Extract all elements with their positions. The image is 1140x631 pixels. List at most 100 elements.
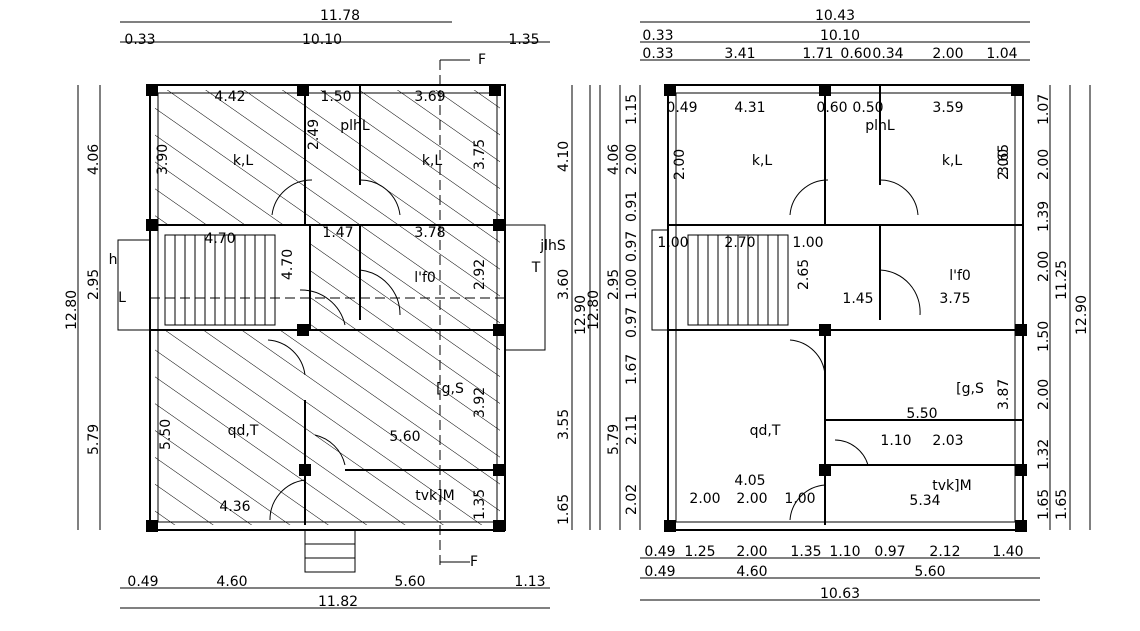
dim-left-overall: 12.80 bbox=[586, 290, 602, 330]
dim-right-inner: 1.65 bbox=[1036, 489, 1052, 520]
dim-top-sub: 1.35 bbox=[508, 32, 539, 48]
dim-left-overall: 12.80 bbox=[64, 290, 80, 330]
dim-bottom-sub: 1.35 bbox=[790, 544, 821, 560]
hatch-area bbox=[155, 330, 500, 525]
dim-inner: 2.65 bbox=[796, 259, 812, 290]
dim-right: 4.10 bbox=[556, 141, 572, 172]
column bbox=[1011, 84, 1023, 96]
dim-inner: 4.36 bbox=[219, 499, 250, 515]
dim-left-inner: 2.02 bbox=[624, 484, 640, 515]
column bbox=[146, 219, 158, 231]
room-label: qd,T bbox=[750, 423, 781, 439]
dim-right-outer: 1.65 bbox=[1054, 489, 1070, 520]
column bbox=[493, 324, 505, 336]
dim-inner: 2.00 bbox=[736, 491, 767, 507]
dim-inner: 5.50 bbox=[906, 406, 937, 422]
dim-bottom-sub: 5.60 bbox=[394, 574, 425, 590]
dim-bottom-sub: 0.97 bbox=[874, 544, 905, 560]
door-swing bbox=[789, 179, 829, 216]
dim-inner: 3.87 bbox=[996, 379, 1012, 410]
dim-left-inner: 1.67 bbox=[624, 354, 640, 385]
left-porch bbox=[117, 239, 151, 331]
dim-inner: 3.69 bbox=[414, 89, 445, 105]
column bbox=[819, 324, 831, 336]
dim-left: 5.79 bbox=[86, 424, 102, 455]
door-swing bbox=[267, 339, 306, 376]
dim-inner: 5.50 bbox=[158, 419, 174, 450]
dim-inner: 1.00 bbox=[657, 235, 688, 251]
door-swing bbox=[879, 269, 921, 316]
dim-right: 1.65 bbox=[556, 494, 572, 525]
room-label: k,L bbox=[422, 153, 443, 169]
dim-inner: 3.75 bbox=[939, 291, 970, 307]
dim-inner: 0.60 bbox=[816, 100, 847, 116]
dim-inner: 1.50 bbox=[320, 89, 351, 105]
dim-bottom-sub: 1.10 bbox=[829, 544, 860, 560]
dim-right-inner: 1.32 bbox=[1036, 439, 1052, 470]
dim-inner: 0.50 bbox=[852, 100, 883, 116]
dim-inner: 4.42 bbox=[214, 89, 245, 105]
dim-top-mid: 0.33 bbox=[642, 28, 673, 44]
door-swing bbox=[789, 484, 826, 521]
dim-left: 4.06 bbox=[86, 144, 102, 175]
dim-top-sub: 0.33 bbox=[642, 46, 673, 62]
column bbox=[146, 520, 158, 532]
section-label-top: F bbox=[478, 52, 486, 68]
dim-inner: 1.10 bbox=[880, 433, 911, 449]
room-label: tvk]M bbox=[932, 478, 971, 494]
dim-top-sub: 3.41 bbox=[724, 46, 755, 62]
inner-wall bbox=[157, 92, 498, 523]
dim-right-inner: 2.00 bbox=[1036, 149, 1052, 180]
dim-left: 5.79 bbox=[606, 424, 622, 455]
column bbox=[493, 219, 505, 231]
dim-bottom-mid: 4.60 bbox=[736, 564, 767, 580]
room-label: L bbox=[118, 290, 126, 306]
hatch-area bbox=[310, 225, 500, 330]
column bbox=[819, 464, 831, 476]
hatch-area bbox=[155, 90, 500, 225]
room-label: jlhS bbox=[539, 238, 566, 254]
dim-inner: 4.05 bbox=[734, 473, 765, 489]
dim-right-inner: 2.00 bbox=[1036, 251, 1052, 282]
dim-top-sub: 10.10 bbox=[302, 32, 342, 48]
room-label: l'f0 bbox=[949, 268, 971, 284]
dim-top-sub: 1.71 bbox=[802, 46, 833, 62]
dim-bottom-sub: 0.49 bbox=[127, 574, 158, 590]
dim-left-inner: 0.97 bbox=[624, 231, 640, 262]
dim-top-overall: 11.78 bbox=[320, 8, 360, 24]
dim-inner: 3.78 bbox=[414, 225, 445, 241]
column bbox=[297, 324, 309, 336]
column bbox=[489, 84, 501, 96]
room-label: qd,T bbox=[228, 423, 259, 439]
column bbox=[1015, 324, 1027, 336]
room-label: k,L bbox=[942, 153, 963, 169]
dim-left-inner: 1.15 bbox=[624, 94, 640, 125]
dim-inner: 4.70 bbox=[204, 231, 235, 247]
dim-inner: 3.59 bbox=[932, 100, 963, 116]
dim-inner: 4.70 bbox=[280, 249, 296, 280]
dim-top-sub: 1.04 bbox=[986, 46, 1017, 62]
left-porch bbox=[651, 229, 669, 331]
dim-inner: 3.90 bbox=[155, 144, 171, 175]
room-label: h bbox=[109, 252, 118, 268]
dim-right-inner: 1.50 bbox=[1036, 321, 1052, 352]
column bbox=[1015, 464, 1027, 476]
dim-bottom-sub: 0.49 bbox=[644, 544, 675, 560]
dim-inner: 1.47 bbox=[322, 225, 353, 241]
dim-inner: 4.31 bbox=[734, 100, 765, 116]
dim-right: 3.55 bbox=[556, 409, 572, 440]
room-label: [g,S bbox=[436, 381, 464, 397]
dim-top-sub: 2.00 bbox=[932, 46, 963, 62]
door-swing bbox=[834, 439, 869, 466]
inner-wall bbox=[675, 92, 1016, 523]
dim-bottom-sub: 1.13 bbox=[514, 574, 545, 590]
dim-top-overall: 10.43 bbox=[815, 8, 855, 24]
room-label: plhL bbox=[340, 118, 370, 134]
door-swing bbox=[359, 269, 401, 316]
dim-left: 2.95 bbox=[606, 269, 622, 300]
column bbox=[819, 84, 831, 96]
section-label-bottom: F bbox=[470, 554, 478, 570]
dim-inner: 0.49 bbox=[666, 100, 697, 116]
staircase bbox=[164, 234, 276, 326]
